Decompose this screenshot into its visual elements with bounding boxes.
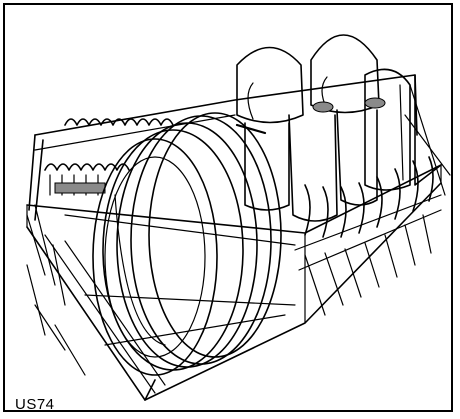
rack-back-frame [34, 74, 451, 196]
plates-stack [92, 112, 282, 376]
plate-tines [294, 156, 442, 316]
rack-left-side [26, 134, 86, 376]
figure-frame: US74 [3, 3, 453, 413]
glass-stem-shade [312, 101, 334, 113]
cups [235, 34, 411, 222]
figure-caption: US74 [15, 396, 55, 413]
shaded-clip [54, 182, 106, 194]
rack-base [26, 164, 442, 401]
rack-wires [64, 214, 296, 346]
glass-stem-shade-2 [364, 97, 386, 109]
dishwasher-rack-icon [26, 34, 451, 401]
